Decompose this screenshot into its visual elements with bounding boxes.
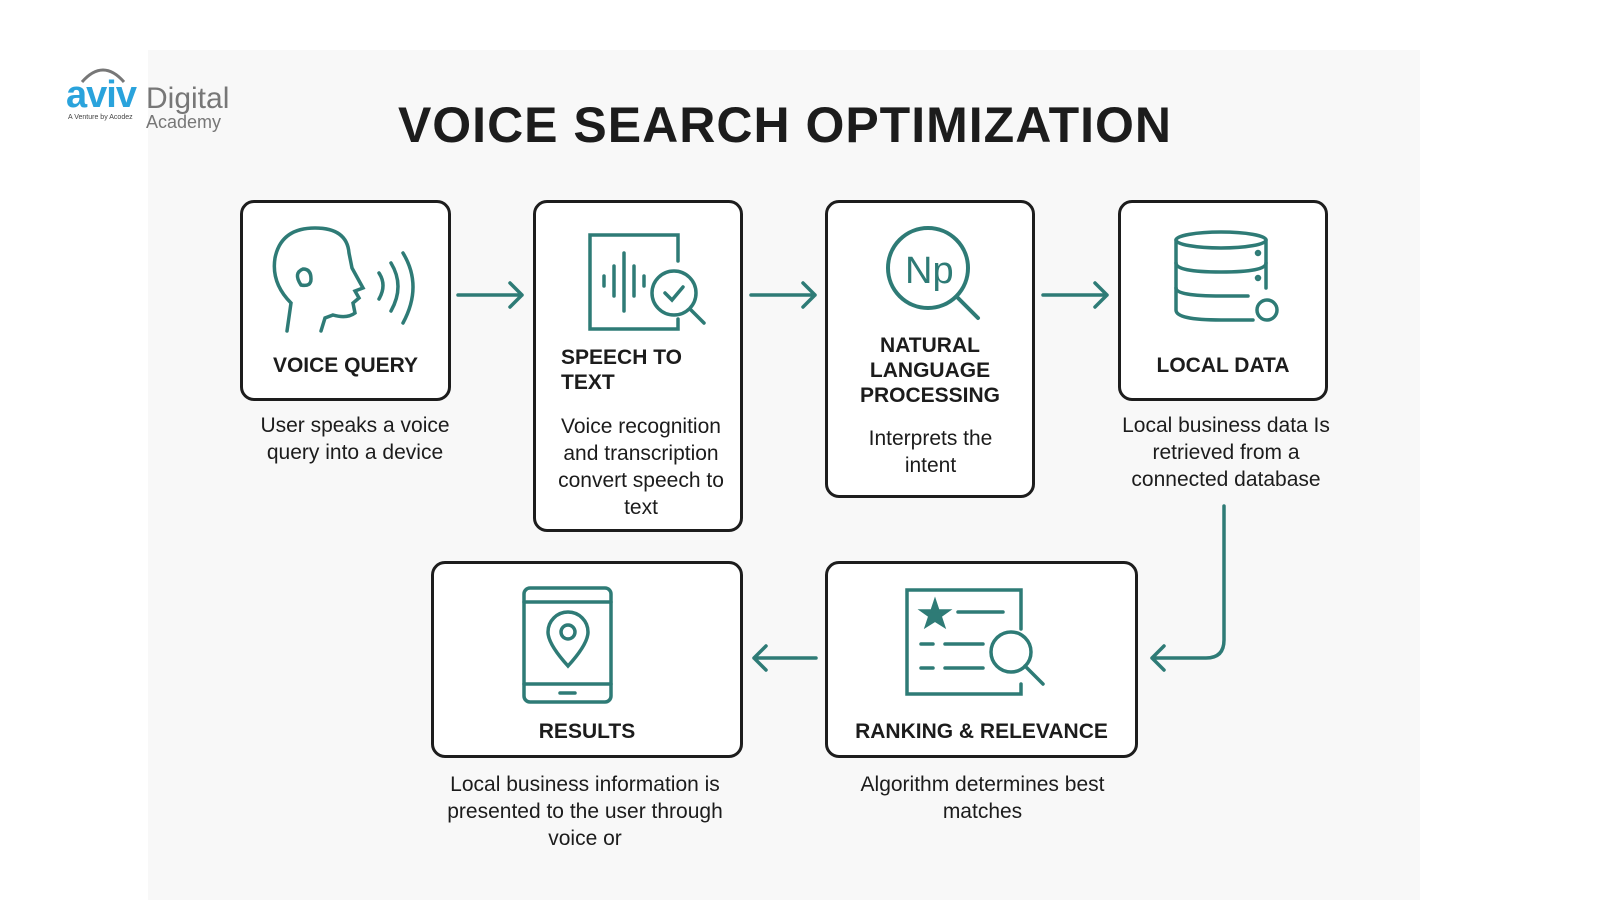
step-speech-to-text: SPEECH TO TEXT Voice recognition and tra… (533, 200, 743, 532)
arrow-right-icon (749, 281, 817, 309)
step-description: Local business data Is retrieved from a … (1122, 414, 1330, 491)
step-ranking-relevance: RANKING & RELEVANCE (825, 561, 1138, 758)
step-voice-query: VOICE QUERY (240, 200, 451, 401)
step-description: User speaks a voice query into a device (260, 414, 450, 464)
step-description: Local business information is presented … (447, 773, 723, 850)
arrow-down-left-icon (1150, 504, 1226, 672)
step-label: NATURAL LANGUAGE PROCESSING (859, 334, 1001, 407)
logo-academy: Academy (146, 112, 222, 132)
step-description: Algorithm determines best matches (860, 773, 1105, 823)
step-label: VOICE QUERY (272, 354, 419, 377)
step-label: SPEECH TO TEXT (561, 346, 682, 394)
logo-tagline: A Venture by Acodez (68, 114, 133, 121)
head-speaking-icon (272, 226, 415, 333)
tablet-location-icon (522, 586, 613, 704)
database-icon (1174, 230, 1279, 322)
logo-digital: Digital (146, 82, 230, 115)
step-label: RANKING & RELEVANCE (855, 720, 1108, 743)
step-results: RESULTS (431, 561, 743, 758)
step-local-data: LOCAL DATA (1118, 200, 1328, 401)
step-description: Interprets the intent (868, 427, 993, 477)
arrow-right-icon (456, 281, 524, 309)
np-magnifier-icon: Np (886, 226, 980, 320)
arrow-left-icon (752, 644, 818, 672)
waveform-search-icon (588, 233, 706, 331)
background-panel (148, 50, 1420, 900)
step-label: LOCAL DATA (1156, 354, 1290, 377)
logo-brand: aviv (66, 74, 137, 116)
step-description: Voice recognition and transcription conv… (558, 415, 724, 519)
step-nlp: Np NATURAL LANGUAGE PROCESSING Interpret… (825, 200, 1035, 498)
arrow-right-icon (1041, 281, 1109, 309)
step-label: RESULTS (538, 720, 636, 743)
ranking-list-icon (905, 588, 1045, 696)
page-title: VOICE SEARCH OPTIMIZATION (397, 97, 1173, 153)
svg-text:Np: Np (905, 250, 954, 292)
